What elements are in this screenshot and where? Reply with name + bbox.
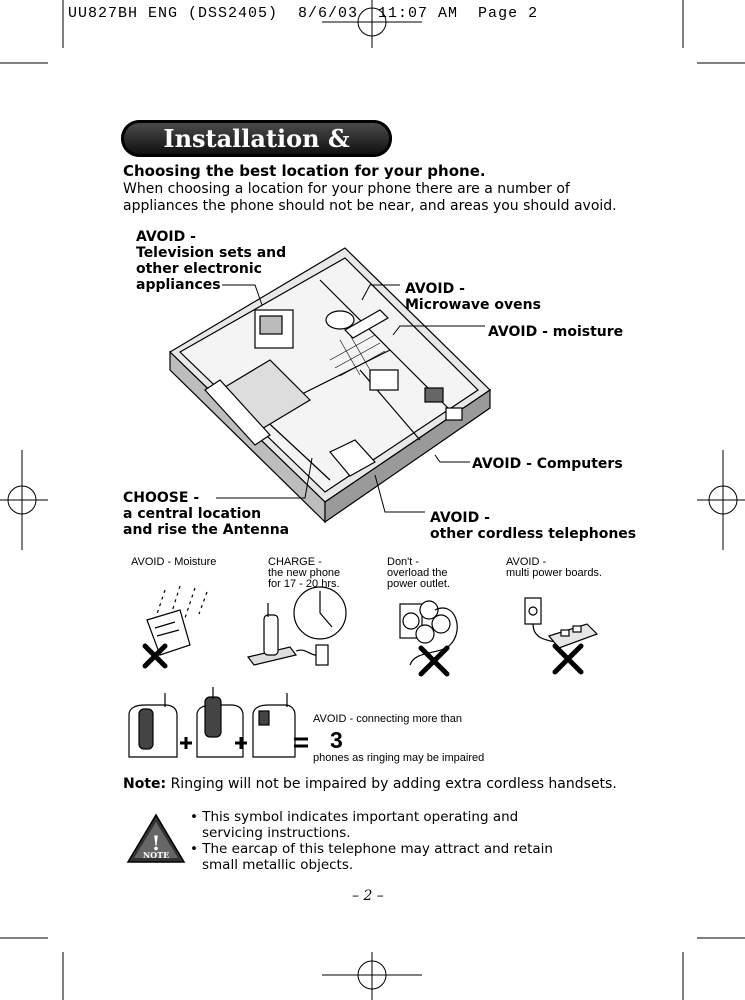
note-badge-text: NOTE (142, 850, 170, 860)
safety-bullet-1: • This symbol indicates important operat… (190, 809, 519, 841)
tip-charge-label: CHARGE - the new phone for 17 - 20 hrs. (268, 556, 341, 590)
label-choose-central: CHOOSE - a central location and rise the… (123, 490, 290, 538)
safety-bullets: • This symbol indicates important operat… (190, 809, 582, 873)
svg-text:!: ! (152, 831, 161, 855)
intro-body-line2: appliances the phone should not be near,… (123, 198, 617, 214)
page-number: – 2 – (352, 888, 384, 904)
handsets-warning-line1: AVOID - connecting more than (313, 713, 462, 725)
moisture-illustration (142, 585, 208, 669)
note-label: Note: (123, 776, 167, 792)
charge-illustration (246, 586, 347, 666)
overload-illustration (399, 600, 458, 677)
label-avoid-moisture: AVOID - moisture (488, 324, 624, 340)
tip-moisture-label: AVOID - Moisture (131, 556, 217, 568)
intro-body-line1: When choosing a location for your phone … (123, 181, 570, 197)
handsets-warning-line2: phones as ringing may be impaired (313, 752, 485, 764)
tip-boards-label: AVOID - multi power boards. (506, 556, 602, 579)
handset-equation-illustration (128, 687, 308, 758)
intro-heading: Choosing the best location for your phon… (123, 162, 486, 180)
label-avoid-cordless: AVOID - other cordless telephones (430, 510, 637, 542)
label-avoid-tv: AVOID - Television sets and other electr… (136, 229, 287, 293)
safety-bullet-2: • The earcap of this telephone may attra… (190, 841, 553, 873)
print-slug: UU827BH ENG (DSS2405) 8/6/03 11:07 AM Pa… (68, 5, 539, 22)
label-avoid-computers: AVOID - Computers (472, 456, 623, 472)
section-title-badge: Installation & Safety (121, 120, 392, 182)
power-board-illustration (524, 597, 599, 675)
tip-overload-label: Don't - overload the power outlet. (387, 556, 450, 590)
floor-plan-illustration (169, 247, 491, 524)
handsets-max-count: 3 (330, 727, 343, 753)
label-avoid-microwave: AVOID - Microwave ovens (405, 281, 541, 313)
intro-body: When choosing a location for your phone … (123, 181, 643, 215)
section-title: Installation & Safety (163, 124, 350, 182)
note-text: Ringing will not be impaired by adding e… (170, 776, 617, 792)
note-warning-icon: ! (126, 813, 186, 863)
note-line: Note: Ringing will not be impaired by ad… (123, 776, 617, 792)
